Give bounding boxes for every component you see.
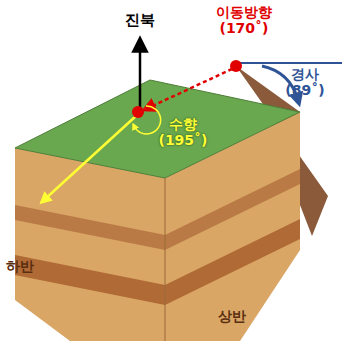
rock-layer — [15, 205, 165, 250]
strike-arrow — [44, 116, 136, 200]
horizontal-reference — [236, 62, 342, 64]
footwall-face — [15, 148, 165, 341]
dip-label: 경사 (89˚) — [285, 66, 324, 98]
rock-layer — [165, 219, 300, 305]
movement-label: 이동방향 (170˚) — [216, 4, 272, 36]
hanging-wall-label: 상반 — [218, 308, 246, 324]
north-label: 진북 — [125, 12, 155, 29]
movement-arrow — [148, 69, 232, 108]
point-marker — [132, 106, 144, 118]
ground-surface — [15, 80, 300, 178]
strike-label: 수향 (195˚) — [158, 116, 207, 148]
rock-layer — [15, 255, 165, 305]
block-edge — [165, 178, 166, 341]
footwall-label: 하반 — [6, 258, 34, 274]
point-marker — [230, 60, 242, 72]
north-arrow — [139, 44, 142, 108]
